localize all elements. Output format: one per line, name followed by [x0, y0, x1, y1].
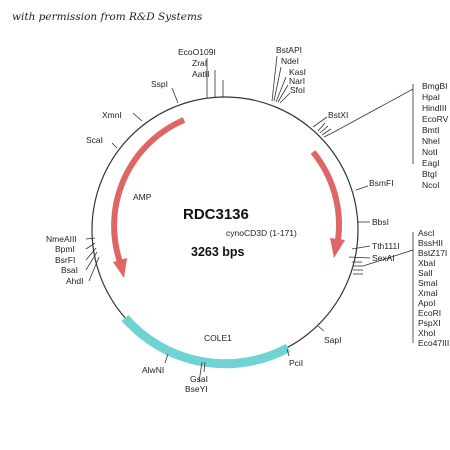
- cyno-arrowhead: [330, 238, 345, 258]
- bottom-left-leader-lines: [85, 237, 325, 383]
- site-eco47iii: Eco47III: [418, 338, 449, 348]
- site-ecori: EcoRI: [418, 308, 441, 318]
- site-xhoi: XhoI: [418, 328, 436, 338]
- site-hpai: HpaI: [422, 92, 440, 102]
- mcs-list-1: BmgBI HpaI HindIII EcoRV BmtI NheI NotI …: [422, 81, 449, 190]
- site-zrai: ZraI: [192, 58, 207, 68]
- site-xmni: XmnI: [102, 110, 122, 120]
- site-eagi: EagI: [422, 158, 440, 168]
- site-apoi: ApoI: [418, 298, 436, 308]
- site-nhei: NheI: [422, 136, 440, 146]
- site-bsrfi: BsrFI: [55, 255, 75, 265]
- site-bstxi: BstXI: [328, 110, 348, 120]
- site-btgi: BtgI: [422, 169, 437, 179]
- site-ahdi: AhdI: [66, 276, 84, 286]
- site-bbsi: BbsI: [372, 217, 389, 227]
- site-bsshii: BssHII: [418, 238, 443, 248]
- top-leader-lines: [111, 55, 328, 149]
- site-ndei: NdeI: [281, 56, 299, 66]
- site-aatii: AatII: [192, 69, 209, 79]
- site-bstz17i: BstZ17I: [418, 248, 447, 258]
- site-ecorv: EcoRV: [422, 114, 449, 124]
- site-bsai: BsaI: [61, 265, 78, 275]
- mcs-list-2: AscI BssHII BstZ17I XbaI SalI SmaI XmaI …: [418, 228, 449, 348]
- cole1-label: COLE1: [204, 333, 232, 343]
- site-ncoi: NcoI: [422, 180, 439, 190]
- site-bsmfi: BsmFI: [369, 178, 394, 188]
- insert-label: cynoCD3D (1-171): [226, 228, 297, 238]
- site-kasi: KasI: [289, 67, 306, 77]
- site-ecoo109i: EcoO109I: [178, 47, 216, 57]
- site-hindiii: HindIII: [422, 103, 447, 113]
- site-bseyi: BseYI: [185, 384, 208, 394]
- plasmid-name: RDC3136: [183, 206, 249, 223]
- cyno-feature-arrow: [310, 150, 342, 241]
- site-nari: NarI: [289, 76, 305, 86]
- site-pspxi: PspXI: [418, 318, 441, 328]
- site-sapi: SapI: [324, 335, 342, 345]
- site-gsai: GsaI: [190, 374, 208, 384]
- site-sali: SalI: [418, 268, 433, 278]
- site-tth111i: Tth111I: [372, 241, 400, 251]
- site-sspi: SspI: [151, 79, 168, 89]
- site-sfoi: SfoI: [290, 85, 305, 95]
- right-leader-lines: [317, 84, 414, 343]
- cole1-feature-arc: [121, 315, 291, 369]
- site-bpmi: BpmI: [55, 244, 75, 254]
- site-bmgbi: BmgBI: [422, 81, 448, 91]
- site-noti: NotI: [422, 147, 438, 157]
- amp-feature-arrow: [111, 117, 186, 267]
- site-scai: ScaI: [86, 135, 103, 145]
- site-bmti: BmtI: [422, 125, 439, 135]
- amp-label: AMP: [133, 192, 152, 202]
- site-xmai: XmaI: [418, 288, 438, 298]
- site-asci: AscI: [418, 228, 435, 238]
- plasmid-size: 3263 bps: [191, 245, 245, 259]
- site-smai: SmaI: [418, 278, 438, 288]
- amp-arrowhead: [113, 258, 127, 278]
- site-alwni: AlwNI: [142, 365, 164, 375]
- site-bstapi: BstAPI: [276, 45, 302, 55]
- site-nmeaiii: NmeAIII: [46, 234, 77, 244]
- credit-text: with permission from R&D Systems: [12, 11, 203, 23]
- site-sexai: SexAI: [372, 253, 395, 263]
- site-pcii: PciI: [289, 358, 303, 368]
- site-xbai: XbaI: [418, 258, 436, 268]
